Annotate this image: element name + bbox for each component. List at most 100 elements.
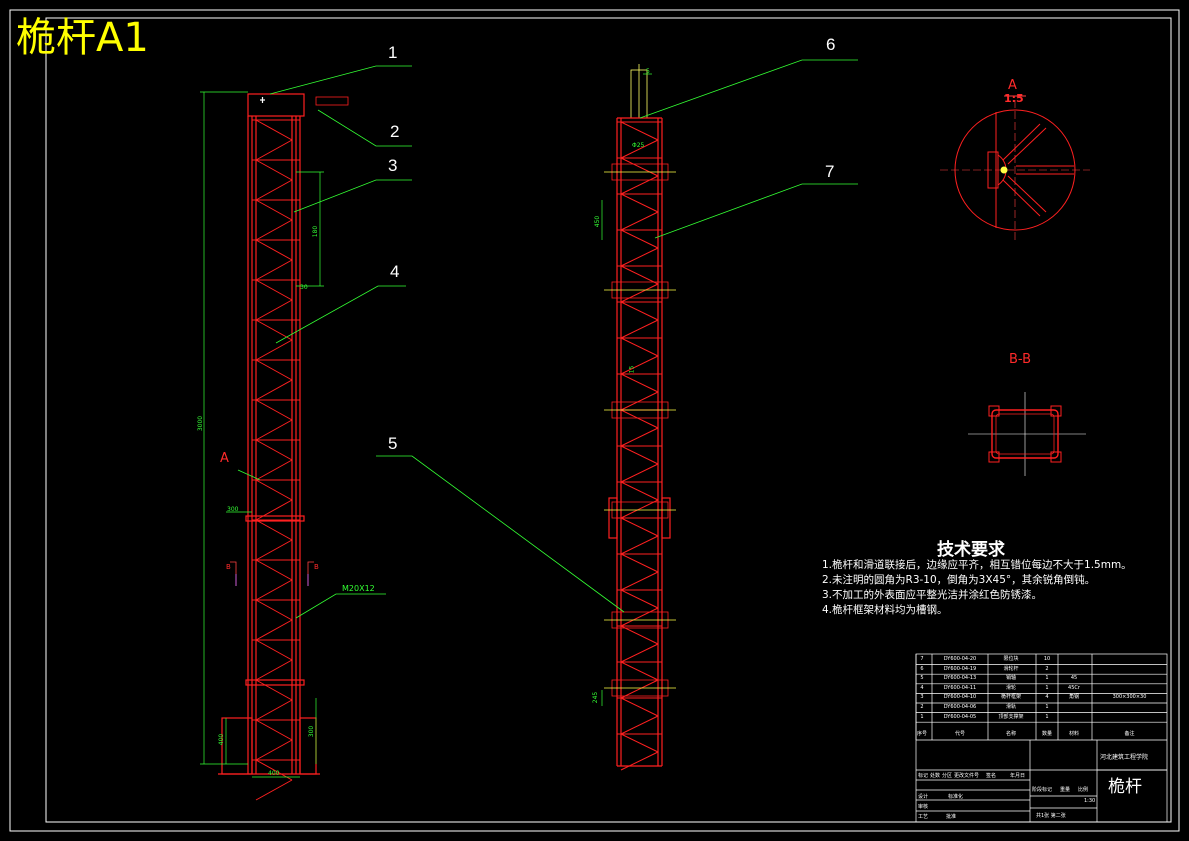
tech-req-item: 2.未注明的圆角为R3-10，倒角为3X45°，其余锐角倒钝。 [822,574,1096,586]
lattice-member [255,779,293,801]
lattice-member [255,259,293,281]
parts-cell: 滑轮 [1005,684,1016,691]
dim-left-width: 300 [227,506,239,513]
lattice-member [255,199,293,221]
lattice-member [620,283,659,303]
lattice-member [620,391,659,411]
callout-3: 3 [388,156,398,175]
title-block-label: 更改文件号 [954,773,980,779]
lattice-member [255,699,293,721]
lattice-member [255,579,293,601]
lattice-member [620,337,659,357]
lattice-member [255,319,293,341]
dim-right-d: Φ25 [632,142,645,149]
title-block-name: 桅杆 [1108,777,1142,797]
parts-cell: DY600-04-11 [943,684,977,691]
lattice-member [620,445,659,465]
title-block-label: 工艺 [918,814,929,820]
lattice-member [620,247,659,267]
title-block-label: 设计 [918,794,929,800]
dim-left-height: 3000 [197,415,205,432]
title-block-scale: 1:30 [1084,798,1096,804]
parts-cell: DY600-04-13 [943,675,977,682]
parts-header-cell: 代号 [954,731,965,737]
lattice-member [255,299,293,321]
dimension-lines [200,73,652,778]
lattice-member [255,679,293,701]
parts-cell: 2 [1045,665,1049,672]
dim-left-offset: 30 [300,284,308,291]
parts-cell: 3 [920,694,924,701]
parts-cell: 顶部支撑架 [998,713,1024,720]
tech-req-heading: 技术要求 [937,540,1005,560]
lattice-member [620,265,659,285]
title-block-label: 处数 [930,773,941,779]
lattice-member [255,279,293,301]
detail-a-scale: 1:5 [1004,92,1024,105]
section-ref-right: B [314,563,319,571]
title-block-label: 签名 [986,773,997,779]
lattice-member [255,559,293,581]
title-block-label: 分区 [942,773,953,779]
parts-cell: 300×300×30 [1112,694,1147,701]
lattice-member [255,439,293,461]
section-bb-view [968,392,1086,476]
parts-cell: 6 [920,665,924,672]
lattice-member [620,553,659,573]
lattice-member [255,659,293,681]
left-lattice [252,119,300,801]
detail-a-ref: A [220,451,229,466]
title-block-sheet: 共1张 第二张 [1036,813,1066,819]
dim-left-bottom-h: 300 [308,725,316,738]
lattice-member [620,733,659,753]
lattice-member [255,719,293,741]
lattice-member [255,599,293,621]
lattice-member [620,175,659,195]
parts-cell: 1 [1045,684,1049,691]
parts-cell: DY600-04-05 [943,713,977,720]
lattice-member [620,697,659,717]
tech-req-item: 4.桅杆框架材料均为槽钢。 [822,604,948,616]
title-block-label: 重量 [1060,787,1071,793]
lattice-member [255,419,293,441]
section-ref-left: B [226,563,231,571]
lattice-member [255,119,293,141]
lattice-member [620,355,659,375]
lattice-member [620,157,659,177]
callout-5: 5 [388,434,398,453]
lattice-member [620,751,659,771]
lattice-member [255,399,293,421]
title-block-grid [915,653,1168,823]
detail-a-label: A [1008,78,1017,93]
lattice-member [255,379,293,401]
lattice-member [620,139,659,159]
lattice-member [255,739,293,761]
title-block-label: 审核 [918,804,929,810]
right-brackets [604,163,676,697]
outer-border [9,9,1180,832]
school-name: 河北建筑工程学院 [1100,754,1149,761]
lattice-member [620,499,659,519]
lattice-member [255,639,293,661]
lattice-member [620,409,659,429]
lattice-member [255,239,293,261]
parts-cell: 1 [1045,675,1049,682]
tech-req-item: 1.桅杆和滑道联接后，边缘应平齐，相互错位每边不大于1.5mm。 [822,559,1132,571]
dim-right-15: 15 [628,365,636,374]
lattice-member [255,619,293,641]
parts-cell: DY600-04-06 [943,704,977,710]
parts-header-cell: 数量 [1041,731,1052,737]
parts-cell: DY600-04-10 [943,694,977,701]
lattice-member [620,121,659,141]
lattice-member [255,139,293,161]
title-block-label: 标记 [918,773,929,779]
lattice-member [620,607,659,627]
thread-label: M20X12 [342,584,375,593]
lattice-member [255,339,293,361]
dim-left-pitch: 180 [312,225,320,238]
callout-4: 4 [390,262,400,281]
left-mast [218,93,349,775]
lattice-member [255,159,293,181]
lattice-member [620,643,659,663]
